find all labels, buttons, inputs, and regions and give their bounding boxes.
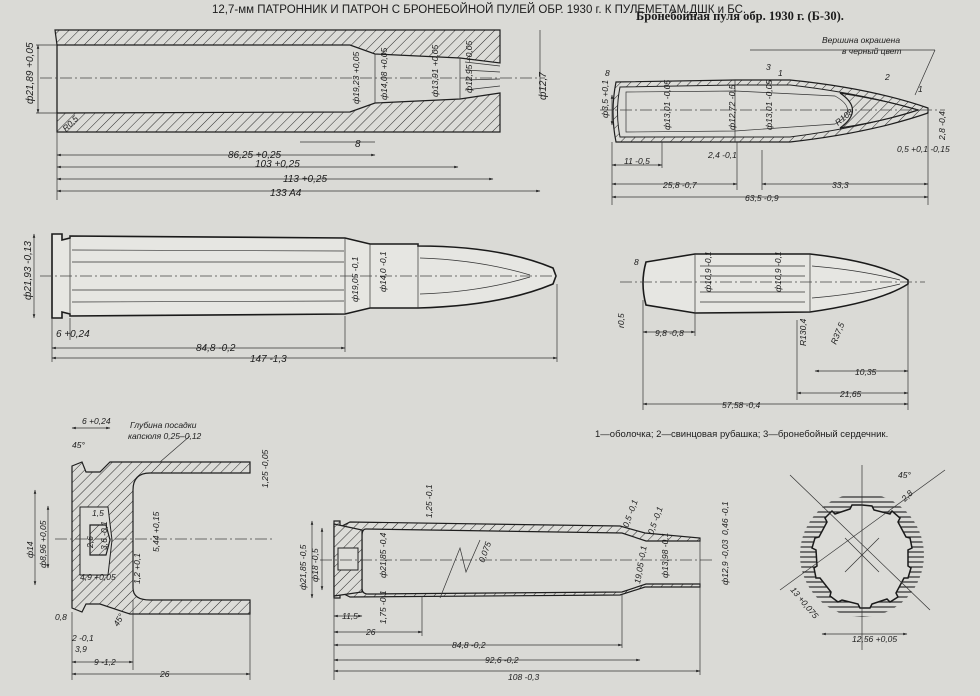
chamber-len-2: 103 +0,25 [255,159,300,170]
bs-dim-11: 11 -0,5 [624,156,650,166]
tip-note-line1: Вершина окрашена [822,35,900,45]
base-dim-12: 45° [111,611,126,628]
bore-cross-section: 45° 2,8 13 +0,075 12,56 +0,05 [779,465,946,650]
cartridge-dia-1: ф21,93 -0,13 [22,241,34,300]
bo-callout-8: 8 [634,257,639,267]
bs-dim-tipr: 0,5 +0,1 -0,15 [897,144,950,154]
bs-callout-8: 8 [605,68,610,78]
base-dim-6: 1,5 [92,508,104,518]
case-dim-16: 92,6 -0,2 [485,655,519,665]
bo-radius-2: R37,5 [829,321,847,346]
bullet-title: Бронебойная пуля обр. 1930 г. (Б-30). [636,9,844,23]
cartridge-len-3: 147 -1,3 [250,354,287,365]
chamber-wall-top [54,29,501,64]
bo-radius-1: R130,4 [798,318,808,346]
cartridge-dia-3: ф14,0 -0,1 [378,251,388,292]
legend-text: 1—оболочка; 2—свинцовая рубашка; 3—броне… [595,429,888,440]
base-dim-17: 26 [159,669,170,679]
base-dim-3: 1,25 -0,05 [260,449,270,488]
chamber-dia-5: ф12,95 +0,05 [464,40,474,93]
chamber-dia-4: ф13,91 +0,05 [430,44,440,97]
base-dim-7: 2,6 [85,536,95,549]
chamber-len-8: 8 [355,139,361,150]
bore-angle: 45° [898,470,911,480]
case-dim-11: ф12,9 -0,03 [720,539,730,585]
case-base-detail: 6 +0,24 45° Глубина посадки капсюля 0,25… [25,416,275,680]
cartridge-dia-2: ф19,05 -0,1 [350,256,360,302]
base-dim-8: 3,6 -0,1 [99,521,109,550]
bo-callout-r: r0,5 [616,313,626,328]
base-note-line1: Глубина посадки [130,420,197,430]
bo-dim-2: 10,35 [855,367,877,377]
case-dim-12: 0,46 -0,1 [720,501,730,535]
bo-dia-2: ф10,9 -0,1 [773,251,783,292]
lead-tip [839,92,920,129]
chamber-len-3: 113 +0,25 [283,174,327,185]
bs-dim-33: 33,3 [832,180,849,190]
case-dim-7: 0,5 -0,1 [620,498,639,529]
case-dim-14: 26 [365,627,376,637]
bs-dim-tip: 2,8 -0,4 [937,111,947,141]
bs-dia-1: ф3,5 +0,1 [600,80,610,118]
case-dim-1: 1,25 -0,1 [424,484,434,518]
bs-callout-2: 2 [884,72,890,82]
chamber-wall-bottom [56,92,501,133]
bs-dim-groove: 2,4 -0,1 [707,150,737,160]
bs-dim-25: 25,8 -0,7 [662,180,697,190]
bullet-outline [642,253,909,314]
cartridge-drawing: ф21,93 -0,13 ф19,05 -0,1 ф14,0 -0,1 6 +0… [22,233,560,365]
bs-dim-63: 63,5 -0,9 [745,193,779,203]
case-dim-10: ф13,98 -0,1 [660,532,670,578]
base-dim-5: ф8,96 +0,05 [38,520,48,568]
bs-callout-1b: 1 [918,84,923,94]
bo-dim-1: 9,8 -0,8 [655,328,684,338]
case-dim-8: 0,5 -0,1 [645,505,664,536]
base-dim-10: 1,2 +0,1 [132,553,142,584]
case-dim-9: 19,05 -0,1 [632,545,649,585]
base-dim-14: 2 -0,1 [71,633,94,643]
base-dim-11: 4,9 +0,05 [80,572,116,582]
chamber-dia-6: ф12,7 [537,72,549,100]
base-dim-1: 6 +0,24 [82,416,111,426]
case-dim-3: ф18 -0,5 [310,548,320,582]
base-dim-16: 9 -1,2 [94,657,116,667]
bs-callout-3: 3 [766,62,771,72]
chamber-dia-2: ф19,23 +0,05 [351,51,361,104]
case-dim-15: 84,8 -0,2 [452,640,486,650]
chamber-drawing: ф21,89 +0,05 ф19,23 +0,05 ф14,08 +0,05 ф… [24,29,549,200]
base-dim-9: 5,44 +0,15 [151,511,161,552]
bo-dia-1: ф10,9 -0,1 [703,251,713,292]
base-note-line2: капсюля 0,25–0,12 [128,431,202,441]
case-dim-13: 11,5 [342,611,358,621]
cartridge-len-2: 84,8 -0,2 [196,343,236,354]
chamber-len-4: 133 A4 [270,188,302,199]
base-dim-4: ф14 [25,541,35,558]
bs-callout-1: 1 [778,68,783,78]
bullet-section-drawing: Вершина окрашена в черный цвет ф3,5 +0,1… [600,35,950,205]
bs-dia-2: ф13,01 -0,05 [662,80,672,130]
tip-note-line2: в черный цвет [842,46,902,56]
bullet-outer-drawing: ф10,9 -0,1 ф10,9 -0,1 8 r0,5 R130,4 R37,… [616,251,925,410]
bo-dim-4: 57,58 -0,4 [722,400,761,410]
chamber-dia-3: ф14,08 +0,05 [379,47,389,100]
bore-land-dia: 12,56 +0,05 [852,634,897,644]
sheet-title: 12,7-мм ПАТРОННИК И ПАТРОН С БРОНЕБОЙНОЙ… [212,3,746,16]
bs-dia-4: ф13,01 -0,05 [764,80,774,130]
bs-dia-3: ф12,72 -0,5 [727,84,737,130]
cartridge-len-1: 6 +0,24 [56,329,90,340]
base-dim-2: 45° [72,440,85,450]
bo-dim-3: 21,65 [839,389,862,399]
case-dim-6: 1,75 -0,1 [378,590,388,624]
chamber-len-1: 86,25 +0,25 [228,150,282,161]
case-section-drawing: 1,25 -0,1 ф21,85 -0,5 ф18 -0,5 ф21,85 -0… [298,484,730,682]
base-dim-13: 0,8 [55,612,67,622]
case-dim-2: ф21,85 -0,5 [298,544,308,590]
chamber-dia-1: ф21,89 +0,05 [24,42,36,104]
anvil [89,524,111,556]
case-dim-17: 108 -0,3 [508,672,539,682]
base-dim-15: 3,9 [75,644,87,654]
case-dim-4: ф21,85 -0,4 [378,532,388,578]
